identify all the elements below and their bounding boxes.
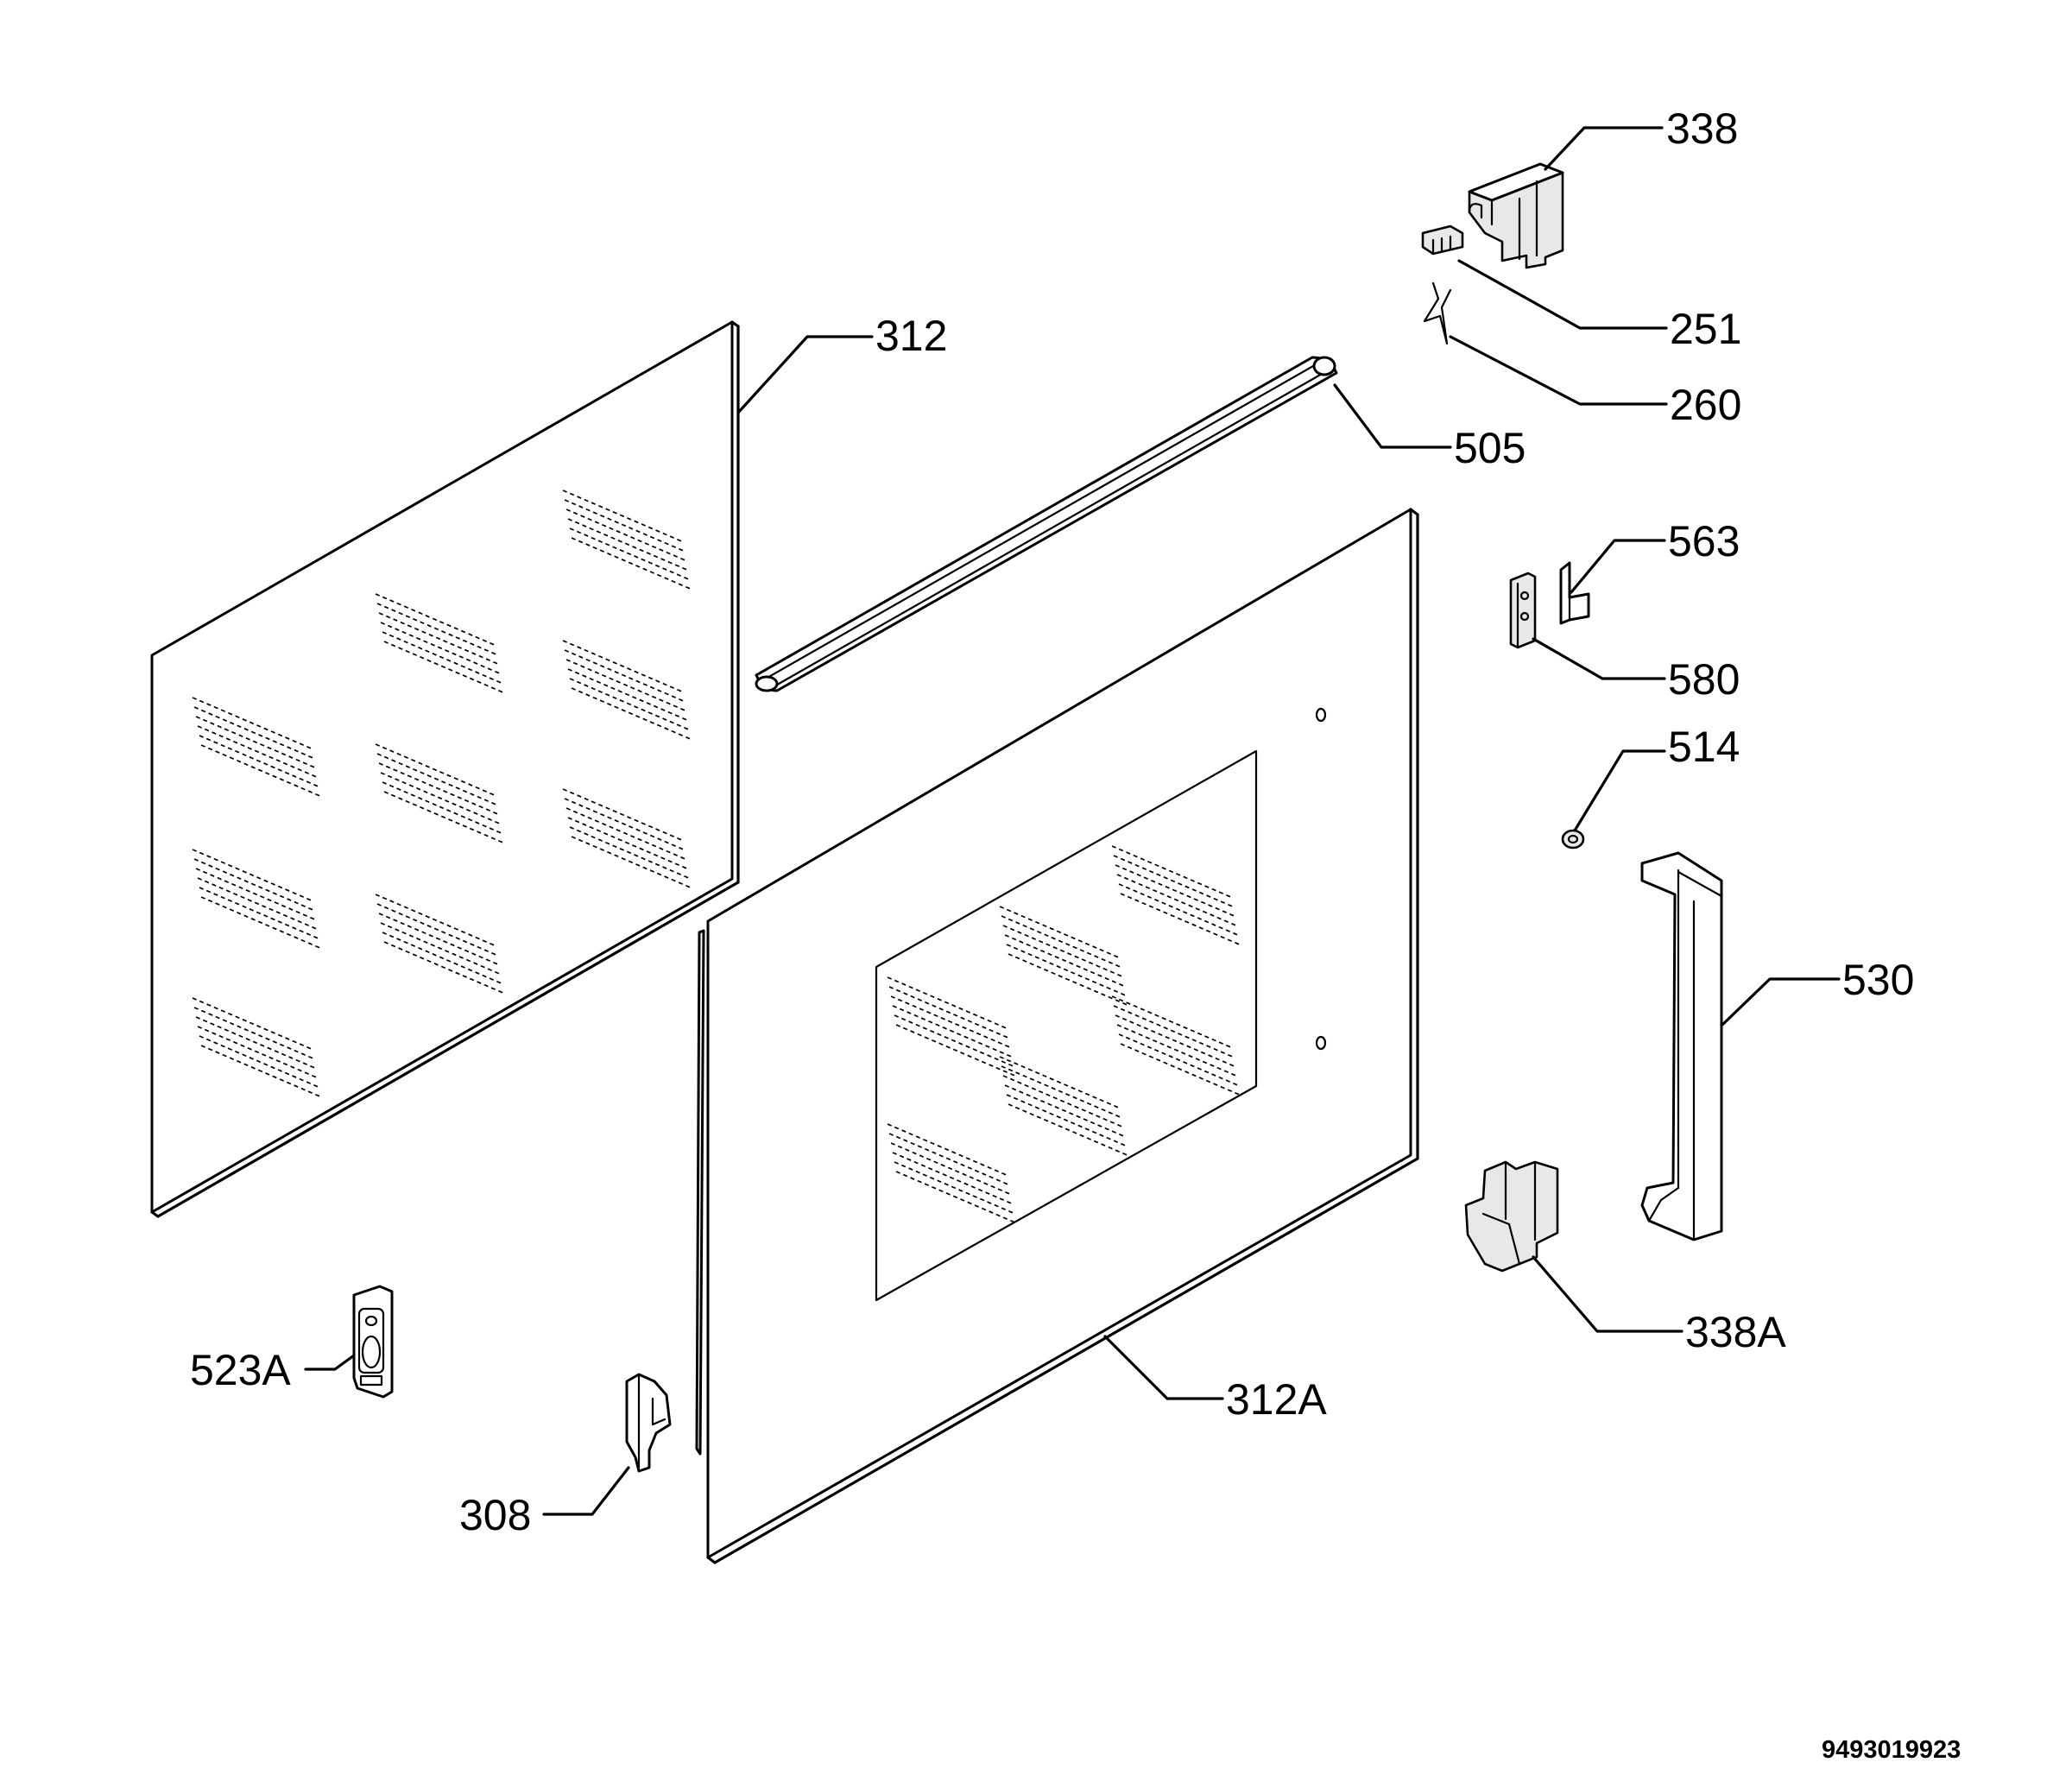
part-530-handle: [1640, 851, 1723, 1241]
glass-print-pattern: [375, 894, 506, 995]
leader-lines: [304, 126, 1841, 1516]
glass-print-pattern: [887, 976, 1018, 1077]
part-338-top-cover: [1468, 162, 1564, 269]
label-312: 312: [875, 312, 947, 360]
part-505-top-profile: [755, 356, 1338, 692]
label-251: 251: [1670, 305, 1741, 353]
glass-print-pattern: [1111, 995, 1242, 1096]
glass-print-pattern: [999, 1056, 1130, 1157]
part-580-hinge-block: [1509, 572, 1537, 649]
glass-print-pattern: [887, 1123, 1018, 1224]
part-312-inner-glass: [150, 320, 740, 1218]
label-580: 580: [1668, 655, 1740, 704]
label-308: 308: [459, 1491, 531, 1539]
label-260: 260: [1670, 381, 1741, 429]
part-251-clip: [1421, 224, 1464, 256]
glass-print-pattern: [562, 490, 693, 591]
part-338A-bottom-cover: [1464, 1160, 1559, 1273]
label-514: 514: [1668, 723, 1740, 771]
glass-print-pattern: [999, 906, 1130, 1007]
glass-print-pattern: [562, 788, 693, 889]
label-312A: 312A: [1226, 1375, 1327, 1424]
label-563: 563: [1668, 517, 1740, 565]
glass-print-pattern: [1111, 845, 1242, 946]
label-338A: 338A: [1685, 1308, 1786, 1356]
label-505: 505: [1454, 424, 1526, 472]
label-530: 530: [1842, 956, 1914, 1004]
part-514-washer: [1561, 829, 1585, 850]
part-260-spring: [1423, 281, 1452, 345]
glass-print-pattern: [375, 593, 506, 694]
label-523A: 523A: [190, 1346, 291, 1394]
glass-print-pattern: [192, 849, 323, 950]
glass-print-pattern: [562, 640, 693, 741]
document-code: 9493019923: [1822, 1736, 1961, 1764]
glass-print-pattern: [375, 743, 506, 844]
label-338: 338: [1666, 104, 1738, 153]
glass-print-pattern: [192, 697, 323, 798]
part-308-hinge-clip: [625, 1373, 672, 1473]
part-312A-outer-door-glass: [695, 508, 1419, 1564]
glass-print-pattern: [192, 997, 323, 1098]
part-523A-catch: [352, 1285, 394, 1399]
part-563-latch: [1559, 561, 1590, 625]
